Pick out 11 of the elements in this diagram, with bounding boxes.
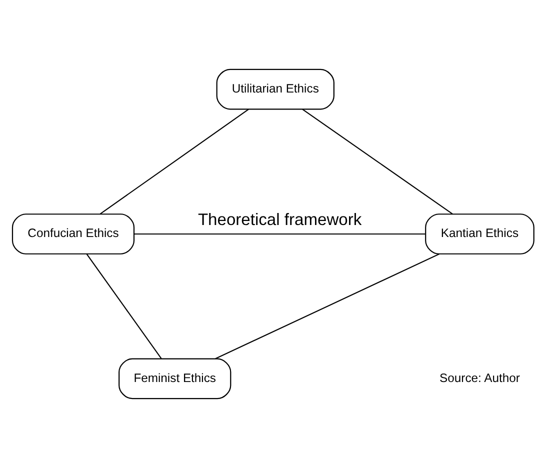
node-box: Kantian Ethics: [425, 214, 534, 254]
connector: [215, 254, 440, 360]
label: Source: Author: [440, 370, 520, 385]
node-box: Confucian Ethics: [12, 214, 135, 254]
connector: [100, 108, 249, 214]
node-box: Utilitarian Ethics: [216, 68, 334, 110]
node-box: Feminist Ethics: [118, 358, 232, 400]
edge-label: Theoretical framework: [198, 210, 362, 230]
connector: [302, 108, 453, 214]
connector: [134, 233, 426, 235]
connector: [86, 254, 162, 359]
